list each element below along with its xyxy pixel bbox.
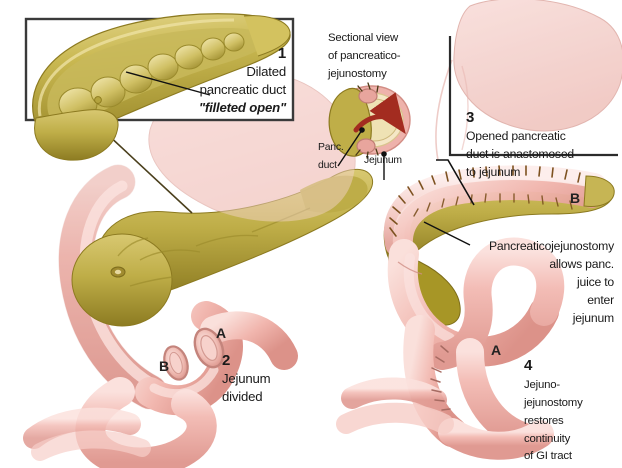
panel-one-line1: Dilated	[246, 63, 286, 79]
panel-three-line3: to jejunum	[466, 164, 521, 179]
marker-left-b: B	[159, 358, 170, 374]
panel-two-number: 2	[222, 352, 231, 369]
jejunojejunostomy-sutures	[430, 345, 451, 411]
panel-four-line4: continuity	[524, 432, 571, 445]
inset-title-line3: jejunostomy	[328, 67, 387, 80]
panel-two-line2: divided	[222, 388, 263, 404]
pj-line5: jejunum	[572, 310, 614, 325]
inset-title: Sectional view of pancreatico- jejunosto…	[328, 28, 448, 82]
panel-one-inset	[24, 13, 295, 161]
marker-left-a: A	[216, 325, 227, 341]
pj-line4: enter	[587, 292, 614, 307]
panel-four-label: 4 Jejuno- jejunostomy restores continuit…	[524, 357, 620, 464]
inset-label-panc-duct: Panc. duct	[318, 137, 362, 173]
inset-title-line2: of pancreatico-	[328, 49, 401, 62]
pj-line2: allows panc.	[549, 256, 614, 271]
panel-one-number: 1	[277, 45, 286, 62]
pj-line3: juice to	[576, 274, 614, 289]
pancreaticojejunostomy-leader	[423, 221, 471, 246]
panel-four-line2: jejunostomy	[524, 396, 583, 409]
inset-duct-line1: Panc.	[318, 142, 344, 153]
panel-one-line3: "filleted open"	[198, 99, 286, 115]
panel-one-line2: pancreatic duct	[199, 81, 287, 97]
left-diagram	[23, 71, 374, 468]
panel-three-label: 3 Opened pancreatic duct is anastomosed …	[466, 109, 618, 181]
panel-three-line1: Opened pancreatic	[466, 128, 566, 143]
inset-title-line1: Sectional view	[328, 32, 399, 44]
panel-three-line2: duct is anastomosed	[466, 146, 574, 161]
pj-line1: Pancreaticojejunostomy	[489, 239, 614, 253]
panel-four-line1: Jejuno-	[524, 378, 560, 391]
panel-four-number: 4	[524, 357, 533, 374]
jejunum-stump-a	[193, 327, 225, 369]
inset-jejunum-text: Jejunum	[364, 155, 402, 166]
pancreaticojejunostomy-annotation: Pancreaticojejunostomy allows panc. juic…	[448, 237, 614, 327]
panel-one-label: 1 Dilated pancreatic duct "filleted open…	[178, 45, 287, 117]
marker-right-a: A	[491, 342, 502, 358]
panel-four-line5: of GI tract	[524, 450, 572, 463]
right-diagram	[336, 0, 622, 460]
inset-duct-line2: duct	[318, 159, 337, 171]
marker-right-b: B	[570, 190, 581, 206]
jejunum-stump-b	[163, 345, 189, 381]
inset-label-jejunum: Jejunum	[364, 150, 424, 168]
panel-two-label: 2 Jejunum divided	[222, 352, 332, 406]
panel-two-line1: Jejunum	[222, 370, 271, 386]
panel-four-line3: restores	[524, 414, 564, 427]
panel-three-number: 3	[466, 109, 475, 126]
sectional-inset	[328, 36, 618, 206]
